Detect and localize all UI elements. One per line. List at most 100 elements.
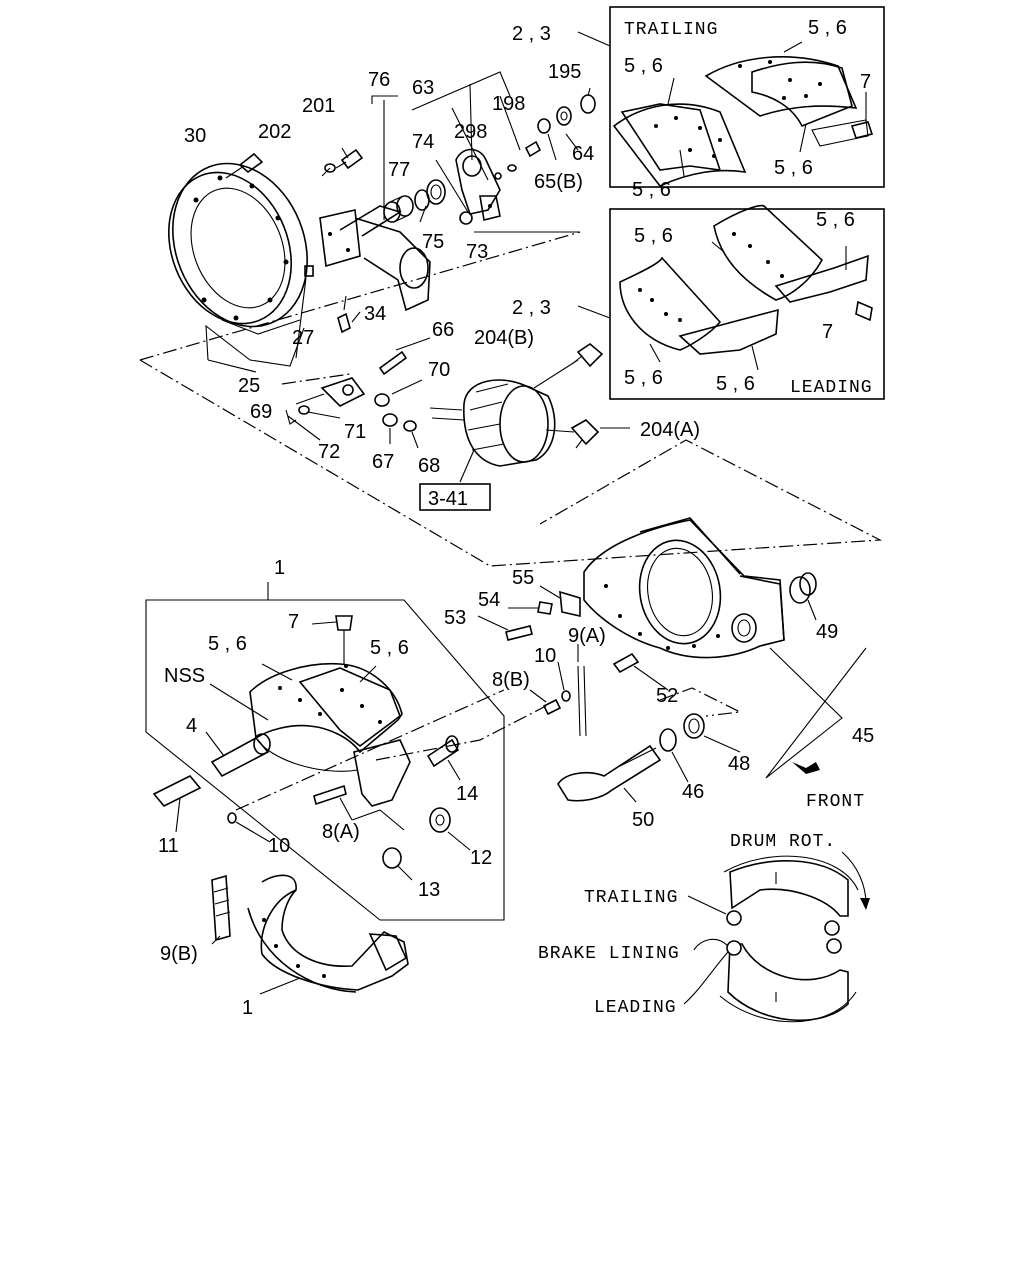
- roller-12: [429, 807, 451, 833]
- washer-71: [298, 405, 310, 415]
- callout-1-top: 1: [274, 557, 285, 579]
- callout-68: 68: [418, 455, 440, 477]
- callout-55: 55: [512, 567, 534, 589]
- front-arrow: [792, 762, 820, 774]
- frame-dashlines: [139, 231, 883, 567]
- callout-13: 13: [418, 879, 440, 901]
- trailing-inset: [609, 6, 885, 188]
- callout-204b: 204(B): [474, 327, 534, 349]
- clip-10-mid: [561, 690, 571, 702]
- callout-9a: 9(A): [568, 625, 606, 647]
- callout-195: 195: [548, 61, 581, 83]
- shoe-assembly-frame: [145, 582, 505, 921]
- nut-67: [382, 413, 398, 427]
- callout-66: 66: [432, 319, 454, 341]
- leader-lines-top: [205, 71, 591, 373]
- bracket-55: [559, 590, 581, 617]
- legend-leading: LEADING: [594, 998, 677, 1018]
- washer-202: [324, 163, 336, 173]
- fitting-198: [524, 140, 542, 158]
- pin-66: [378, 350, 408, 376]
- spider-housing: [583, 517, 785, 659]
- callout-3-41: 3-41: [428, 488, 468, 510]
- callout-201: 201: [302, 95, 335, 117]
- callout-204a: 204(A): [640, 419, 700, 441]
- callout-72: 72: [318, 441, 340, 463]
- clip-54: [537, 601, 553, 615]
- clip-27: [304, 265, 314, 277]
- pin-8b: [542, 698, 562, 716]
- callout-nss: NSS: [164, 665, 205, 687]
- callout-75: 75: [422, 231, 444, 253]
- callout-leading-7: 7: [822, 321, 833, 343]
- callout-63: 63: [412, 77, 434, 99]
- callout-198: 198: [492, 93, 525, 115]
- callout-11: 11: [158, 835, 179, 857]
- leader-lines-shoe: [175, 621, 547, 995]
- callout-54: 54: [478, 589, 500, 611]
- roller-4: [210, 733, 271, 778]
- pin-11: [152, 775, 202, 807]
- leading-box-title: LEADING: [790, 378, 873, 398]
- callout-45: 45: [852, 725, 874, 747]
- callout-leading-5-6-b: 5 , 6: [816, 209, 855, 231]
- callout-7-left: 7: [288, 611, 299, 633]
- brake-chamber: [429, 379, 556, 467]
- bolt-30: [225, 152, 264, 179]
- callout-27: 27: [292, 327, 314, 349]
- pin-8a: [313, 784, 347, 806]
- callout-202: 202: [258, 121, 291, 143]
- drum-rotation-legend: [683, 851, 870, 1023]
- callout-2-3-top: 2 , 3: [512, 23, 551, 45]
- ring-13: [382, 847, 402, 869]
- washer-64: [556, 106, 572, 126]
- callout-leading-5-6-c: 5 , 6: [624, 367, 663, 389]
- pin-73: [459, 211, 473, 225]
- bushing-49: [789, 572, 817, 604]
- fitting-204a: [570, 419, 600, 449]
- anchor-bracket: [319, 205, 431, 312]
- callout-front: FRONT: [806, 792, 865, 812]
- callout-trailing-5-6-c: 5 , 6: [774, 157, 813, 179]
- leader-lines-spider: [477, 585, 867, 803]
- leading-inset: [609, 204, 885, 400]
- callout-69: 69: [250, 401, 272, 423]
- legend-brake-lining: BRAKE LINING: [538, 944, 680, 964]
- callout-70: 70: [428, 359, 450, 381]
- legend-drum-rot: DRUM ROT.: [730, 832, 836, 852]
- camshaft-50: [557, 744, 662, 802]
- ring-65b: [537, 118, 551, 134]
- callout-49: 49: [816, 621, 838, 643]
- legend-trailing: TRAILING: [584, 888, 678, 908]
- callout-298: 298: [454, 121, 487, 143]
- cotter-72: [285, 409, 297, 425]
- pin-14: [426, 735, 460, 768]
- callout-14: 14: [456, 783, 478, 805]
- backing-plate: [167, 162, 308, 335]
- callout-trailing-5-6-d: 5 , 6: [632, 179, 671, 201]
- bolt-52: [612, 652, 640, 674]
- callout-73: 73: [466, 241, 488, 263]
- callout-4: 4: [186, 715, 197, 737]
- bolt-53: [505, 625, 533, 641]
- callout-trailing-5-6-b: 5 , 6: [624, 55, 663, 77]
- callout-34: 34: [364, 303, 386, 325]
- bolt-201: [335, 148, 364, 170]
- callout-53: 53: [444, 607, 466, 629]
- callout-76: 76: [368, 69, 390, 91]
- spring-9b: [211, 874, 231, 942]
- seal-75: [414, 179, 446, 211]
- clevis-69: [320, 377, 366, 407]
- snap-ring-195: [580, 94, 596, 114]
- callout-leading-5-6-a: 5 , 6: [634, 225, 673, 247]
- callout-74: 74: [412, 131, 434, 153]
- nut-70: [374, 393, 390, 407]
- grease-fitting-34: [337, 295, 351, 334]
- brake-shoe-upper: [249, 662, 411, 807]
- callout-64: 64: [572, 143, 594, 165]
- brake-shoe-lower: [247, 874, 409, 993]
- spring-9a: [577, 665, 587, 737]
- callout-48: 48: [728, 753, 750, 775]
- clip-10-left: [227, 812, 237, 824]
- leader-lines-chamber: [287, 337, 630, 483]
